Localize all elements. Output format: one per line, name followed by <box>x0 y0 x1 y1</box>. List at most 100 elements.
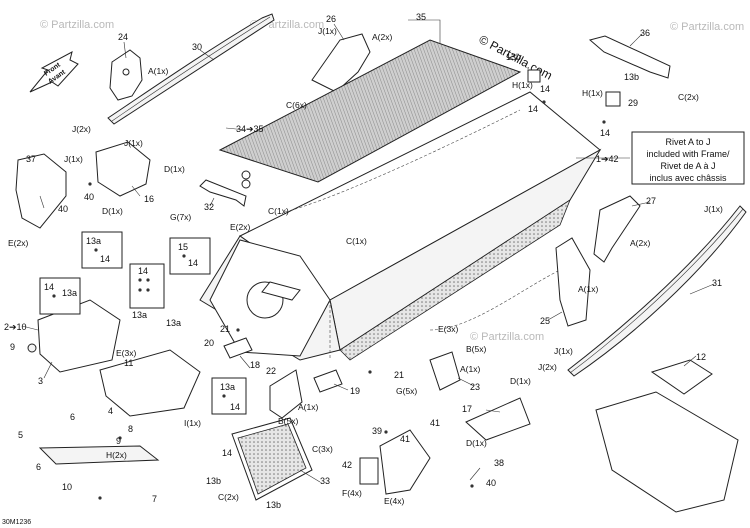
bracket-16 <box>95 141 151 197</box>
bracket-18 <box>223 337 253 359</box>
callout: 14 <box>100 254 110 264</box>
callout: 24 <box>118 32 128 42</box>
callout: 14 <box>230 402 240 412</box>
note-line: inclus avec châssis <box>649 173 727 183</box>
rivet-label: J(1x) <box>318 26 337 36</box>
callout: 23 <box>470 382 480 392</box>
rivet-label: A(1x) <box>148 66 168 76</box>
callout: 29 <box>628 98 638 108</box>
fasteners <box>52 100 606 500</box>
callout: 9 <box>10 342 15 352</box>
callout: 13b <box>206 476 221 486</box>
rivet-label: D(1x) <box>510 376 531 386</box>
callout: 38 <box>494 458 504 468</box>
rivet-label: D(1x) <box>466 438 487 448</box>
callout: 22 <box>266 366 276 376</box>
callout: 13a <box>62 288 77 298</box>
callout: 14 <box>528 104 538 114</box>
rivet-label: A(2x) <box>372 32 392 42</box>
callout: 18 <box>250 360 260 370</box>
callout: 21 <box>394 370 404 380</box>
callout: 13a <box>86 236 101 246</box>
rivet-label: C(2x) <box>218 492 239 502</box>
rivet-note-box: Rivet A to J included with Frame/ Rivet … <box>631 131 745 185</box>
lower-cradle <box>99 349 201 417</box>
rivet-label: C(2x) <box>678 92 699 102</box>
callout: 4 <box>108 406 113 416</box>
bracket-24 <box>109 49 143 101</box>
rivet-label: E(2x) <box>8 238 28 248</box>
callout: 13b <box>266 500 281 510</box>
bracket-29 <box>605 91 621 107</box>
callout-numbers: 24 30 26 35 36 13b 14 14 13b 29 14 1➔42 … <box>4 12 722 510</box>
bracket-25 <box>555 237 591 327</box>
hardware-box-15 <box>169 237 211 275</box>
note-line: Rivet de A à J <box>660 161 715 171</box>
watermark-faint: © Partzilla.com <box>40 19 114 31</box>
callout: 25 <box>540 316 550 326</box>
rivet-label: E(4x) <box>384 496 404 506</box>
rivet-label: H(1x) <box>582 88 603 98</box>
rivet-label: E(3x) <box>116 348 136 358</box>
callout: 13a <box>166 318 181 328</box>
callout: 34➔35 <box>236 124 264 134</box>
callout: 14 <box>540 84 550 94</box>
callout: 14 <box>138 266 148 276</box>
rivet-label: B(5x) <box>466 344 486 354</box>
main-frame-tunnel <box>199 91 602 361</box>
leader-lines <box>21 19 715 483</box>
callout: 13b <box>624 72 639 82</box>
rivet-label: E(2x) <box>230 222 250 232</box>
watermark-faint: © Partzilla.com <box>470 331 544 343</box>
callout: 19 <box>350 386 360 396</box>
rivet-label: E(3x) <box>438 324 458 334</box>
callout: 2➔10 <box>4 322 27 332</box>
bracket-38 <box>379 429 431 495</box>
callout: 40 <box>58 204 68 214</box>
rivet-label: A(1x) <box>578 284 598 294</box>
right-rail <box>567 205 747 377</box>
callout: 33 <box>320 476 330 486</box>
callout: 14 <box>44 282 54 292</box>
rivet-label: C(1x) <box>346 236 367 246</box>
callout: 14 <box>188 258 198 268</box>
hardware-box-13a <box>81 231 123 269</box>
rivet-label: C(1x) <box>268 206 289 216</box>
rivet-label: F(4x) <box>342 488 362 498</box>
callout: 7 <box>152 494 157 504</box>
rivet-label: J(1x) <box>124 138 143 148</box>
callout: 5 <box>18 430 23 440</box>
hardware-box-13a <box>211 377 247 415</box>
rivet-label: I(1x) <box>184 418 201 428</box>
left-rail <box>107 13 275 125</box>
callout: 13b <box>506 52 521 62</box>
callout: 13a <box>220 382 235 392</box>
callout: 20 <box>204 338 214 348</box>
callout: 1➔42 <box>596 154 619 164</box>
callout: 14 <box>222 448 232 458</box>
bracket-22 <box>269 369 303 419</box>
rivet-label: D(1x) <box>102 206 123 216</box>
bracket-27 <box>593 195 641 263</box>
callout: 13a <box>132 310 147 320</box>
bracket-32 <box>199 179 247 207</box>
front-direction-arrow: Front Avant <box>29 51 79 93</box>
rivet-label: J(2x) <box>72 124 91 134</box>
callout: 40 <box>486 478 496 488</box>
hatched-panel <box>218 39 522 189</box>
callout: 39 <box>372 426 382 436</box>
watermark-faint: © Partzilla.com <box>670 21 744 33</box>
rivet-label: J(2x) <box>538 362 557 372</box>
bracket-23 <box>429 351 461 391</box>
callout: 6 <box>70 412 75 422</box>
rivet-label: H(1x) <box>512 80 533 90</box>
rivet-label: C(3x) <box>312 444 333 454</box>
bracket-17 <box>465 397 531 441</box>
callout: 31 <box>712 278 722 288</box>
callout: 40 <box>84 192 94 202</box>
rivet-label: J(1x) <box>554 346 573 356</box>
callout: 16 <box>144 194 154 204</box>
bracket-13b <box>527 69 541 83</box>
callout: 12 <box>696 352 706 362</box>
